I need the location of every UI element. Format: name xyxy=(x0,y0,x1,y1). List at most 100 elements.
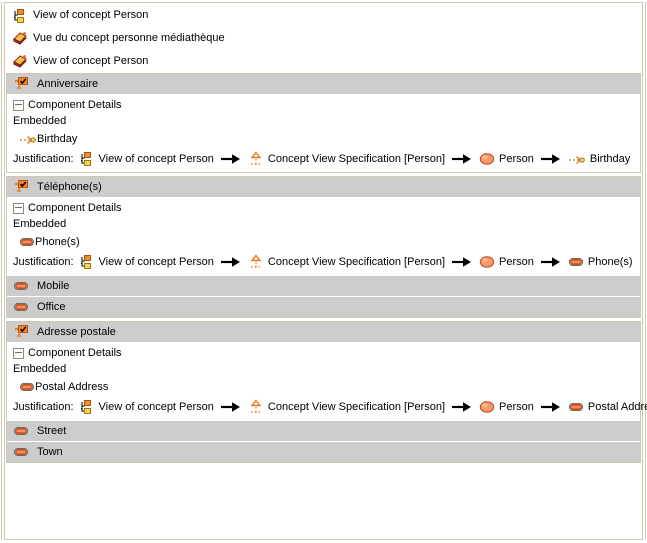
sub-attribute-label: Office xyxy=(37,301,66,313)
dependency-arrow-icon xyxy=(19,132,37,146)
sub-attribute-label: Mobile xyxy=(37,280,70,292)
package-book-icon xyxy=(12,31,28,47)
content-area: View of concept Person Vue du concept pe… xyxy=(6,4,647,466)
top-item-row[interactable]: View of concept Person xyxy=(6,50,641,73)
attribute-box-icon xyxy=(13,278,29,294)
chain-item[interactable]: Person xyxy=(479,254,534,270)
realization-arrow-icon xyxy=(248,151,264,167)
feature-row[interactable]: Phone(s) xyxy=(7,232,640,251)
chain-arrow-icon xyxy=(220,153,241,165)
chain-arrow-icon xyxy=(452,153,472,165)
attribute-check-icon xyxy=(13,324,29,340)
attribute-box-icon xyxy=(568,254,584,270)
sub-attribute-row[interactable]: Town xyxy=(7,441,640,462)
chain-item-label: Person xyxy=(499,256,534,268)
attribute-check-icon xyxy=(13,76,29,92)
concept-view-tree-icon xyxy=(79,254,95,270)
attribute-box-icon xyxy=(13,423,29,439)
dependency-arrow-icon xyxy=(568,152,586,166)
collapse-minus-icon[interactable] xyxy=(13,347,24,359)
chain-item-label: Concept View Specification [Person] xyxy=(267,401,446,413)
concept-view-tree-icon xyxy=(12,8,28,24)
section-header-telephones[interactable]: Téléphone(s) xyxy=(7,177,640,198)
chain-item[interactable]: Concept View Specification [Person] xyxy=(248,254,445,270)
collapse-minus-icon[interactable] xyxy=(13,202,24,214)
concept-view-tree-icon xyxy=(79,151,95,167)
chain-arrow-icon xyxy=(540,153,561,165)
section-header-anniversaire[interactable]: Anniversaire xyxy=(7,74,640,95)
section-header-adresse-postale[interactable]: Adresse postale xyxy=(7,322,640,343)
section-header-label: Téléphone(s) xyxy=(37,181,102,193)
chain-arrow-icon xyxy=(452,401,472,413)
realization-arrow-icon xyxy=(248,254,264,270)
chain-item-label: Concept View Specification [Person] xyxy=(267,256,446,268)
chain-arrow-icon xyxy=(220,256,241,268)
chain-item-label: Postal Address xyxy=(587,401,647,413)
attribute-box-icon xyxy=(568,399,584,415)
chain-item-label: Concept View Specification [Person] xyxy=(267,153,446,165)
attribute-box-icon xyxy=(19,379,35,395)
attribute-box-icon xyxy=(13,444,29,460)
chain-item[interactable]: View of concept Person xyxy=(79,399,214,415)
justification-label: Justification: xyxy=(13,153,74,165)
justification-row: Justification: View of concept Person Co… xyxy=(7,251,640,273)
section-header-label: Adresse postale xyxy=(37,326,116,338)
feature-label: Phone(s) xyxy=(35,235,80,248)
feature-row[interactable]: Postal Address xyxy=(7,377,640,396)
component-details-label: Component Details xyxy=(28,202,122,214)
left-rule xyxy=(1,2,2,540)
sub-attribute-label: Street xyxy=(37,425,67,437)
top-item-row[interactable]: Vue du concept personne médiathèque xyxy=(6,27,641,50)
chain-item-label: Phone(s) xyxy=(587,256,633,268)
chain-arrow-icon xyxy=(540,401,561,413)
class-ellipse-icon xyxy=(479,151,495,167)
chain-item[interactable]: Person xyxy=(479,151,534,167)
chain-arrow-icon xyxy=(540,256,561,268)
justification-label: Justification: xyxy=(13,256,74,268)
collapse-minus-icon[interactable] xyxy=(13,99,24,111)
chain-item[interactable]: Concept View Specification [Person] xyxy=(248,151,445,167)
feature-label: Postal Address xyxy=(35,380,109,393)
chain-item-label: Birthday xyxy=(589,153,631,165)
class-ellipse-icon xyxy=(479,254,495,270)
package-book-icon xyxy=(12,54,28,70)
component-details-row[interactable]: Component Details xyxy=(7,97,640,113)
chain-item[interactable]: Phone(s) xyxy=(568,254,633,270)
sub-attribute-row[interactable]: Street xyxy=(7,420,640,441)
concept-view-tree-icon xyxy=(79,399,95,415)
chain-item[interactable]: View of concept Person xyxy=(79,254,214,270)
chain-item[interactable]: Person xyxy=(479,399,534,415)
sub-attribute-row[interactable]: Office xyxy=(7,296,640,317)
chain-arrow-icon xyxy=(452,256,472,268)
chain-arrow-icon xyxy=(220,401,241,413)
sub-attribute-row[interactable]: Mobile xyxy=(7,275,640,296)
component-details-label: Component Details xyxy=(28,347,122,359)
top-item-label: View of concept Person xyxy=(33,9,149,21)
sub-attribute-label: Town xyxy=(37,446,63,458)
realization-arrow-icon xyxy=(248,399,264,415)
top-item-row[interactable]: View of concept Person xyxy=(6,4,641,27)
chain-item[interactable]: Birthday xyxy=(568,152,630,166)
component-details-row[interactable]: Component Details xyxy=(7,200,640,216)
attribute-check-icon xyxy=(13,179,29,195)
feature-row[interactable]: Birthday xyxy=(7,129,640,148)
right-rule xyxy=(645,2,646,540)
justification-row: Justification: View of concept Person Co… xyxy=(7,148,640,170)
embedded-label: Embedded xyxy=(13,363,67,375)
chain-item-label: View of concept Person xyxy=(98,256,214,268)
chain-item-label: Person xyxy=(499,401,534,413)
embedded-label: Embedded xyxy=(13,218,67,230)
top-item-label: View of concept Person xyxy=(33,55,149,67)
top-item-label: Vue du concept personne médiathèque xyxy=(33,32,225,44)
chain-item[interactable]: Concept View Specification [Person] xyxy=(248,399,445,415)
chain-item[interactable]: Postal Address xyxy=(568,399,647,415)
component-details-row[interactable]: Component Details xyxy=(7,345,640,361)
section-header-label: Anniversaire xyxy=(37,78,99,90)
feature-label: Birthday xyxy=(37,132,78,145)
chain-item[interactable]: View of concept Person xyxy=(79,151,214,167)
